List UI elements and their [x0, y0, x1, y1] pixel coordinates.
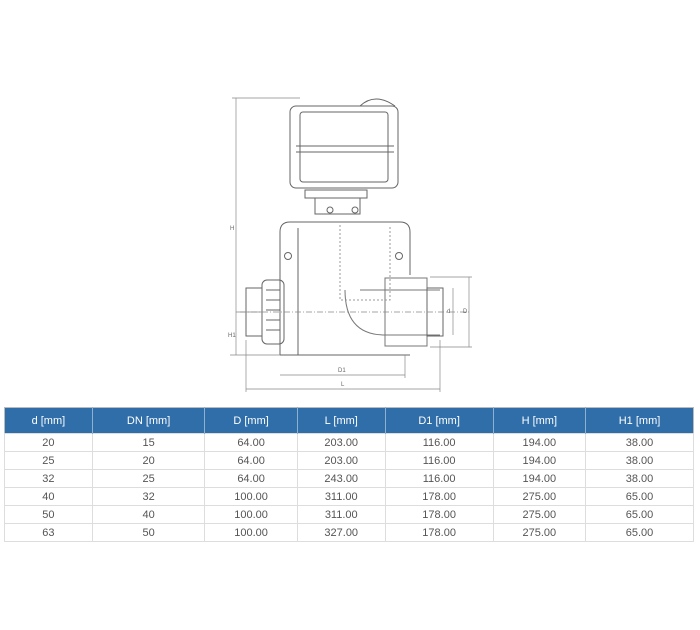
- table-cell: 32: [4, 469, 93, 488]
- dim-label-d-small: d: [447, 309, 450, 315]
- table-cell: 203.00: [296, 451, 386, 470]
- table-cell: 100.00: [204, 487, 298, 506]
- dim-label-d-large: D: [463, 309, 468, 315]
- dim-label-h1: H1: [228, 333, 236, 339]
- dimensions-table: d [mm] DN [mm] D [mm] L [mm] D1 [mm] H […: [4, 407, 694, 542]
- column-header: D1 [mm]: [385, 407, 494, 434]
- table-cell: 50: [91, 523, 206, 542]
- table-cell: 116.00: [384, 469, 494, 488]
- table-cell: 178.00: [384, 487, 494, 506]
- table-cell: 32: [91, 487, 206, 506]
- table-cell: 40: [91, 505, 206, 524]
- table-cell: 275.00: [492, 505, 587, 524]
- table-cell: 64.00: [204, 433, 298, 452]
- table-cell: 38.00: [585, 451, 694, 470]
- table-cell: 100.00: [204, 505, 298, 524]
- table-cell: 275.00: [492, 487, 587, 506]
- table-cell: 178.00: [384, 505, 494, 524]
- table-cell: 38.00: [585, 469, 694, 488]
- table-cell: 38.00: [585, 433, 694, 452]
- valve-body: [245, 221, 444, 356]
- column-header: d [mm]: [4, 407, 93, 434]
- table-cell: 20: [4, 433, 93, 452]
- table-cell: 65.00: [585, 505, 694, 524]
- dim-label-h: H: [230, 226, 234, 232]
- table-cell: 25: [4, 451, 93, 470]
- table-cell: 65.00: [585, 523, 694, 542]
- table-cell: 194.00: [492, 451, 587, 470]
- table-cell: 275.00: [492, 523, 587, 542]
- table-cell: 178.00: [384, 523, 494, 542]
- dimension-lines: [230, 97, 472, 392]
- table-cell: 64.00: [204, 469, 298, 488]
- table-cell: 311.00: [296, 487, 386, 506]
- column-header: H [mm]: [493, 407, 587, 434]
- table-cell: 50: [4, 505, 93, 524]
- dim-label-d1: D1: [338, 368, 346, 374]
- table-cell: 64.00: [204, 451, 298, 470]
- table-header-row: d [mm] DN [mm] D [mm] L [mm] D1 [mm] H […: [4, 407, 694, 434]
- table-cell: 15: [91, 433, 206, 452]
- table-cell: 327.00: [296, 523, 386, 542]
- actuator: [289, 98, 399, 215]
- column-header: D [mm]: [204, 407, 298, 434]
- column-header: DN [mm]: [92, 407, 206, 434]
- table-cell: 311.00: [296, 505, 386, 524]
- table-cell: 194.00: [492, 469, 587, 488]
- table-cell: 203.00: [296, 433, 386, 452]
- table-cell: 20: [91, 451, 206, 470]
- table-cell: 116.00: [384, 451, 494, 470]
- table-cell: 100.00: [204, 523, 298, 542]
- table-cell: 25: [91, 469, 206, 488]
- column-header: L [mm]: [297, 407, 386, 434]
- table-cell: 194.00: [492, 433, 587, 452]
- valve-technical-drawing: H H1 D1 L d D: [228, 97, 472, 392]
- table-cell: 243.00: [296, 469, 386, 488]
- table-cell: 65.00: [585, 487, 694, 506]
- table-cell: 116.00: [384, 433, 494, 452]
- column-header: H1 [mm]: [585, 407, 694, 434]
- table-cell: 63: [4, 523, 93, 542]
- table-cell: 40: [4, 487, 93, 506]
- dim-label-l: L: [341, 382, 345, 388]
